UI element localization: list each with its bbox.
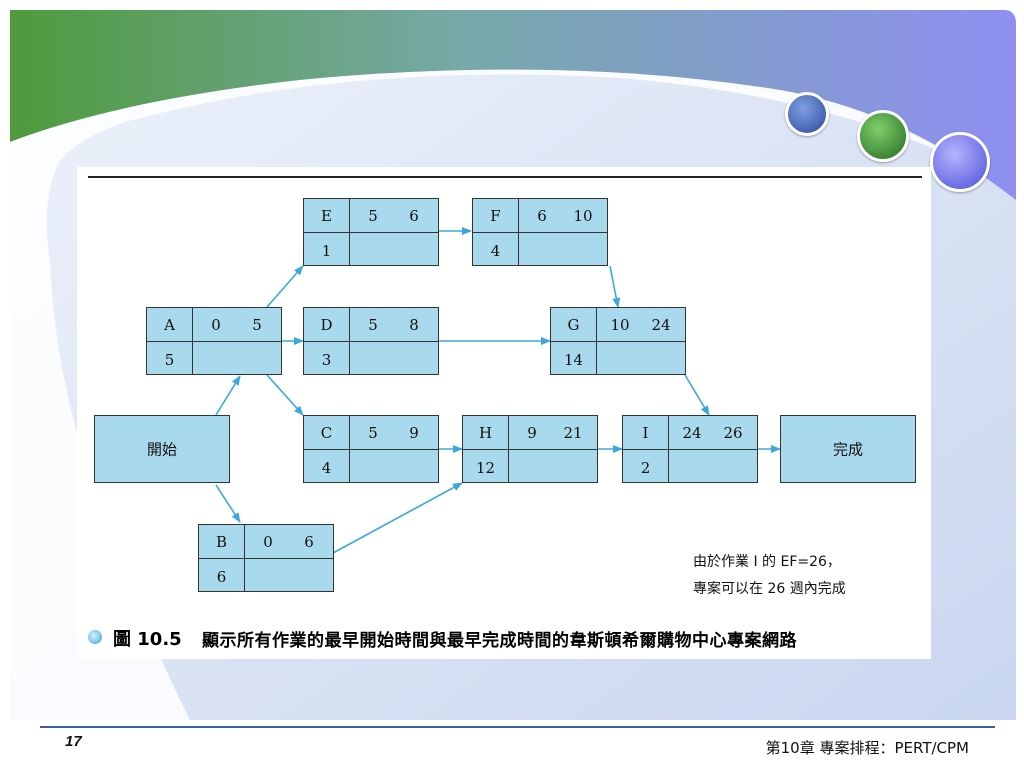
earliest-start: 0 <box>211 316 221 334</box>
earliest-start: 5 <box>368 424 378 442</box>
node-divider <box>199 558 333 559</box>
finish-label: 完成 <box>832 440 863 459</box>
activity-id: A <box>164 316 175 334</box>
node-divider <box>463 449 597 450</box>
node-divider <box>473 232 607 233</box>
arrow-g-i <box>684 374 710 416</box>
arrow-a-e <box>266 265 304 308</box>
earliest-finish: 6 <box>409 207 419 225</box>
activity-duration: 3 <box>321 351 332 369</box>
arrow-start-b <box>215 484 241 523</box>
caption-bullet-icon <box>88 630 102 644</box>
activity-id: B <box>215 533 228 551</box>
arrow-a-c <box>266 374 304 416</box>
arrow-b-h <box>332 482 463 554</box>
earliest-finish: 10 <box>573 207 593 225</box>
note-line-1: 由於作業 I 的 EF=26， <box>693 554 841 570</box>
figure-top-rule <box>88 176 922 178</box>
earliest-start: 9 <box>527 424 537 442</box>
activity-node-g: G 10 24 14 <box>550 307 686 375</box>
finish-node: 完成 <box>780 415 916 483</box>
activity-id: E <box>321 207 332 225</box>
earliest-finish: 21 <box>563 424 583 442</box>
earliest-finish: 26 <box>723 424 743 442</box>
activity-node-b: B 0 6 6 <box>198 524 334 592</box>
page-number: 17 <box>65 733 82 750</box>
node-divider <box>551 341 685 342</box>
node-divider <box>518 199 519 265</box>
activity-id: C <box>320 424 333 442</box>
node-divider <box>349 199 350 265</box>
node-divider <box>192 308 193 374</box>
caption-text: 顯示所有作業的最早開始時間與最早完成時間的韋斯頓希爾購物中心專案網路 <box>202 631 797 651</box>
node-divider <box>668 416 669 482</box>
node-divider <box>304 341 438 342</box>
activity-duration: 12 <box>475 459 496 477</box>
caption-label: 圖 10.5 <box>113 629 182 650</box>
activity-node-a: A 0 5 5 <box>146 307 282 375</box>
purple-dot-decoration <box>930 132 990 192</box>
note-line-2: 專案可以在 26 週內完成 <box>693 581 846 597</box>
earliest-start: 24 <box>682 424 702 442</box>
earliest-start: 5 <box>368 316 378 334</box>
earliest-finish: 5 <box>252 316 262 334</box>
blue-dot-decoration <box>785 92 829 136</box>
activity-node-h: H 9 21 12 <box>462 415 598 483</box>
activity-duration: 6 <box>216 568 227 586</box>
node-divider <box>304 449 438 450</box>
footer-line <box>40 726 995 728</box>
activity-node-c: C 5 9 4 <box>303 415 439 483</box>
arrow-f-g <box>609 265 621 308</box>
earliest-start: 10 <box>610 316 630 334</box>
activity-id: D <box>320 316 333 334</box>
chapter-title: 第10章 專案排程：PERT/CPM <box>765 739 969 757</box>
node-divider <box>244 525 245 591</box>
activity-node-d: D 5 8 3 <box>303 307 439 375</box>
activity-id: H <box>478 424 493 442</box>
green-dot-decoration <box>857 110 909 162</box>
start-node: 開始 <box>94 415 230 483</box>
activity-duration: 4 <box>490 242 501 260</box>
arrow-start-a <box>215 375 241 416</box>
earliest-start: 5 <box>368 207 378 225</box>
activity-duration: 14 <box>563 351 584 369</box>
activity-node-e: E 5 6 1 <box>303 198 439 266</box>
node-divider <box>349 416 350 482</box>
activity-duration: 1 <box>321 242 332 260</box>
activity-duration: 5 <box>164 351 175 369</box>
node-divider <box>304 232 438 233</box>
activity-node-i: I 24 26 2 <box>622 415 758 483</box>
earliest-start: 0 <box>263 533 273 551</box>
earliest-start: 6 <box>537 207 547 225</box>
activity-duration: 4 <box>321 459 332 477</box>
network-arrows <box>215 227 781 554</box>
earliest-finish: 24 <box>651 316 671 334</box>
activity-id: G <box>567 316 580 334</box>
node-divider <box>508 416 509 482</box>
earliest-finish: 6 <box>304 533 314 551</box>
start-label: 開始 <box>146 440 177 459</box>
activity-id: I <box>642 424 649 442</box>
node-divider <box>349 308 350 374</box>
activity-id: F <box>490 207 501 225</box>
earliest-finish: 9 <box>409 424 419 442</box>
earliest-finish: 8 <box>409 316 419 334</box>
activity-duration: 2 <box>640 459 651 477</box>
node-divider <box>596 308 597 374</box>
node-divider <box>147 341 281 342</box>
activity-node-f: F 6 10 4 <box>472 198 608 266</box>
node-divider <box>623 449 757 450</box>
